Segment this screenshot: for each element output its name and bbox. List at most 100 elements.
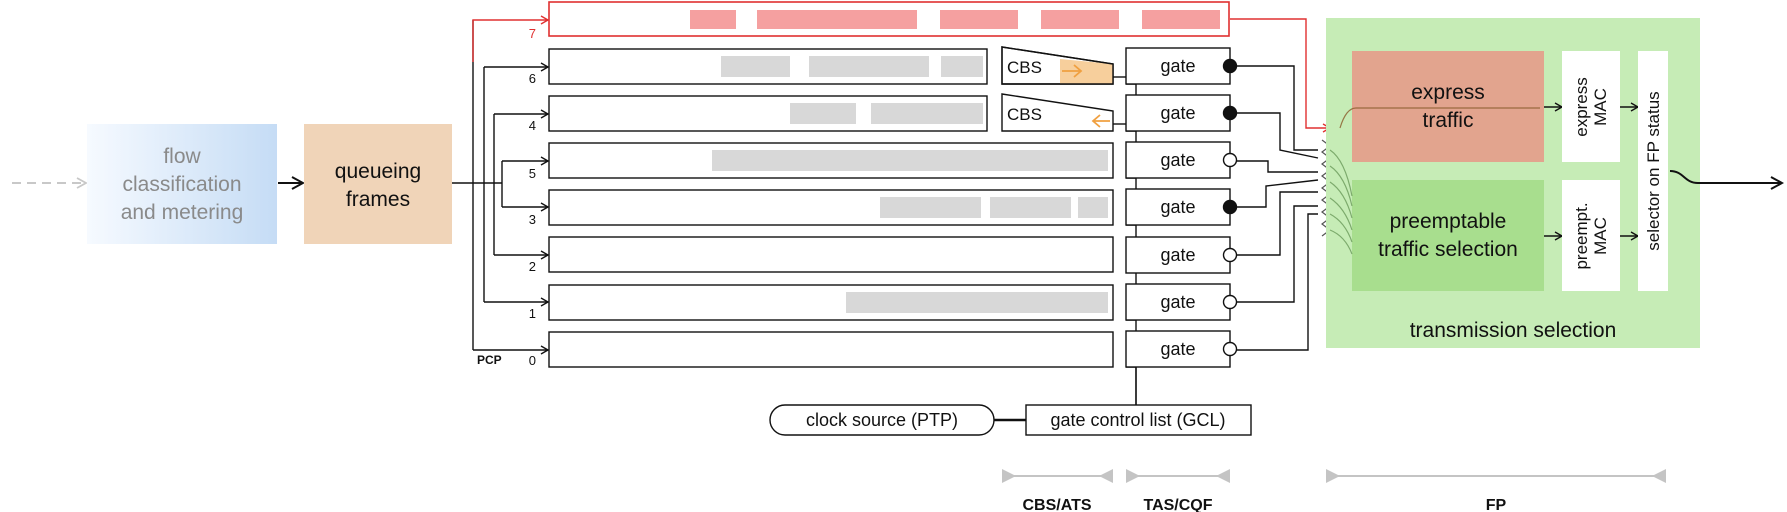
gates: gate gate gate gate gate gate gate	[1125, 47, 1238, 368]
flow-label-line1: flow	[163, 145, 201, 168]
gate-open-indicator	[1222, 294, 1238, 310]
bracket-tas-cqf-label: TAS/CQF	[1143, 497, 1212, 512]
frame	[940, 10, 1018, 29]
gate-open-indicator	[1222, 152, 1238, 168]
gate: gate	[1125, 188, 1238, 226]
gate-open-indicator	[1222, 247, 1238, 263]
queueing-frames-box: queueing frames	[304, 124, 452, 244]
gate: gate	[1125, 47, 1238, 85]
gate-label: gate	[1160, 150, 1195, 170]
gate-label: gate	[1160, 103, 1195, 123]
clock-source-label: clock source (PTP)	[806, 410, 958, 430]
queue-pcp-4	[548, 95, 988, 132]
cbs-shaper-pcp4: CBS	[1001, 93, 1114, 132]
frame	[1142, 10, 1220, 29]
pcp-0: 0	[529, 353, 536, 368]
queue-pcp-5	[548, 142, 1114, 179]
gate: gate	[1125, 94, 1238, 132]
flow-label-line3: and metering	[121, 201, 244, 224]
bracket-cbs-ats-label: CBS/ATS	[1022, 497, 1091, 512]
selector-box	[1638, 51, 1668, 291]
preempt-mac-line1: preempt.	[1572, 202, 1591, 269]
express-mac-line2: MAC	[1591, 88, 1610, 126]
queueing-label-line2: frames	[346, 188, 410, 211]
pcp-4: 4	[529, 118, 536, 133]
express-label-line1: express	[1411, 81, 1485, 104]
express-input-path	[472, 15, 550, 62]
output-arrow	[1669, 170, 1782, 183]
gate-label: gate	[1160, 292, 1195, 312]
queue-pcp-0	[548, 331, 1114, 368]
gate-output-lines	[1236, 65, 1319, 351]
pcp-2: 2	[529, 259, 536, 274]
express-mac-line1: express	[1572, 77, 1591, 137]
bracket-cbs-ats: CBS/ATS	[1002, 469, 1113, 512]
express-label-line2: traffic	[1423, 109, 1474, 132]
transmission-selection: express traffic preemptable traffic sele…	[1326, 18, 1700, 348]
pcp-3: 3	[529, 212, 536, 227]
pcp-7: 7	[529, 26, 536, 41]
express-traffic-box	[1352, 51, 1544, 162]
cbs-label-2: CBS	[1007, 105, 1042, 124]
frame	[790, 103, 856, 124]
cbs-arrow-right	[1062, 64, 1083, 78]
selector-label: selector on FP status	[1644, 91, 1663, 250]
frame	[721, 56, 790, 77]
flow-classification-box: flow classification and metering	[87, 124, 277, 244]
preemptable-traffic-box	[1352, 180, 1544, 291]
transmission-title: transmission selection	[1410, 319, 1617, 342]
pcp-5: 5	[529, 166, 536, 181]
queue-pcp-1	[548, 284, 1114, 321]
bracket-fp: FP	[1326, 469, 1666, 512]
frame	[846, 292, 1108, 313]
queue-pcp-2	[548, 236, 1114, 273]
cbs-label-1: CBS	[1007, 58, 1042, 77]
queue-pcp-6	[548, 48, 988, 85]
frame	[1041, 10, 1119, 29]
gate: gate	[1125, 330, 1238, 368]
pcp-1: 1	[529, 306, 536, 321]
queue-pcp-3	[548, 189, 1114, 226]
bracket-fp-label: FP	[1486, 497, 1507, 512]
bracket-tas-cqf: TAS/CQF	[1126, 469, 1230, 512]
gate-closed-indicator	[1222, 105, 1238, 121]
preempt-mac-line2: MAC	[1591, 217, 1610, 255]
gate-closed-indicator	[1222, 58, 1238, 74]
pcp-label: PCP	[477, 353, 502, 367]
gcl-label: gate control list (GCL)	[1050, 410, 1225, 430]
frame	[690, 10, 736, 29]
queue-input-arrows	[473, 62, 550, 355]
express-output-path	[1230, 18, 1332, 133]
frame	[712, 150, 1108, 171]
gate: gate	[1125, 283, 1238, 321]
preempt-mac-box	[1562, 180, 1620, 291]
pcp-6: 6	[529, 71, 536, 86]
frame	[990, 197, 1071, 218]
flow-label-line2: classification	[122, 173, 241, 196]
gate-label: gate	[1160, 197, 1195, 217]
queue-pcp-7	[548, 1, 1230, 37]
frame	[809, 56, 929, 77]
clock-source-box: clock source (PTP)	[769, 404, 995, 436]
frame	[757, 10, 917, 29]
gate-open-indicator	[1222, 341, 1238, 357]
cbs-shaper-pcp6: CBS	[1001, 46, 1114, 85]
pcp-numbers: 7 6 4 5 3 2 1 0	[529, 26, 536, 368]
frame	[880, 197, 981, 218]
frame	[1078, 197, 1108, 218]
gcl-box: gate control list (GCL)	[1025, 404, 1252, 436]
gate: gate	[1125, 141, 1238, 179]
gate-closed-indicator	[1222, 199, 1238, 215]
queueing-label-line1: queueing	[335, 160, 421, 183]
frame	[941, 56, 983, 77]
preemptable-label-line1: preemptable	[1390, 210, 1507, 233]
cbs-arrow-left	[1091, 114, 1110, 128]
gate-label: gate	[1160, 56, 1195, 76]
distribution-lines	[452, 20, 503, 350]
frame	[871, 103, 983, 124]
gate: gate	[1125, 236, 1238, 274]
gate-label: gate	[1160, 245, 1195, 265]
preemptable-label-line2: traffic selection	[1378, 238, 1518, 261]
gate-label: gate	[1160, 339, 1195, 359]
